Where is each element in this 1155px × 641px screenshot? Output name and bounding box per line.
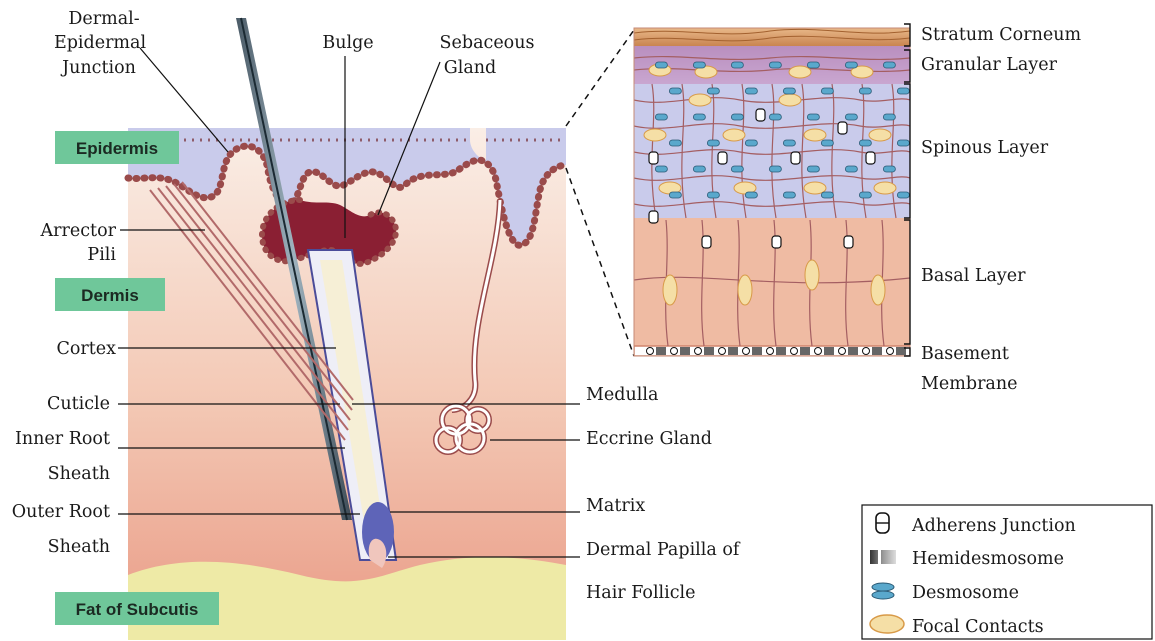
label-irs-2: Sheath <box>48 464 110 484</box>
label-matrix: Matrix <box>586 496 645 516</box>
region-tag-dermis: Dermis <box>55 278 165 311</box>
label-dej-3: Junction <box>60 58 136 78</box>
svg-text:Dermis: Dermis <box>81 286 139 305</box>
hemidesmosome-icon <box>870 550 896 564</box>
label-bulge: Bulge <box>322 33 373 53</box>
svg-text:Epidermis: Epidermis <box>76 139 158 158</box>
focal-contact-icon <box>870 615 904 633</box>
legend-label-hemidesmosome: Hemidesmosome <box>912 549 1064 569</box>
epidermis-magnified <box>634 28 910 356</box>
region-tag-fat: Fat of Subcutis <box>55 592 219 625</box>
label-sebaceous-2: Gland <box>444 58 496 78</box>
label-cortex: Cortex <box>56 339 116 359</box>
legend-label-desmosome: Desmosome <box>912 583 1019 603</box>
label-dej-1: Dermal- <box>68 9 139 29</box>
layer-labels: Stratum Corneum Granular Layer Spinous L… <box>921 25 1081 394</box>
label-arrector-1: Arrector <box>40 221 117 241</box>
label-papilla-1: Dermal Papilla of <box>586 540 741 560</box>
label-dej-2: Epidermal <box>54 33 147 53</box>
label-basement-2: Membrane <box>921 374 1018 394</box>
legend: Adherens Junction Hemidesmosome Desmosom… <box>862 505 1152 639</box>
label-sebaceous-1: Sebaceous <box>440 33 535 53</box>
label-stratum-corneum: Stratum Corneum <box>921 25 1081 45</box>
region-tag-epidermis: Epidermis <box>55 131 179 164</box>
label-arrector-2: Pili <box>87 245 116 265</box>
label-medulla: Medulla <box>586 385 658 405</box>
label-basal-layer: Basal Layer <box>921 266 1026 286</box>
label-ors-1: Outer Root <box>12 502 110 522</box>
label-eccrine: Eccrine Gland <box>586 429 712 449</box>
label-spinous-layer: Spinous Layer <box>921 138 1049 158</box>
label-ors-2: Sheath <box>48 537 110 557</box>
label-basement-1: Basement <box>921 344 1009 364</box>
legend-label-adherens: Adherens Junction <box>911 516 1076 536</box>
label-irs-1: Inner Root <box>15 429 110 449</box>
svg-text:Fat of Subcutis: Fat of Subcutis <box>76 600 199 619</box>
adherens-junction-icon <box>876 513 889 533</box>
legend-label-focal: Focal Contacts <box>912 617 1044 637</box>
label-cuticle: Cuticle <box>47 394 110 414</box>
label-papilla-2: Hair Follicle <box>586 583 696 603</box>
label-granular-layer: Granular Layer <box>921 55 1058 75</box>
